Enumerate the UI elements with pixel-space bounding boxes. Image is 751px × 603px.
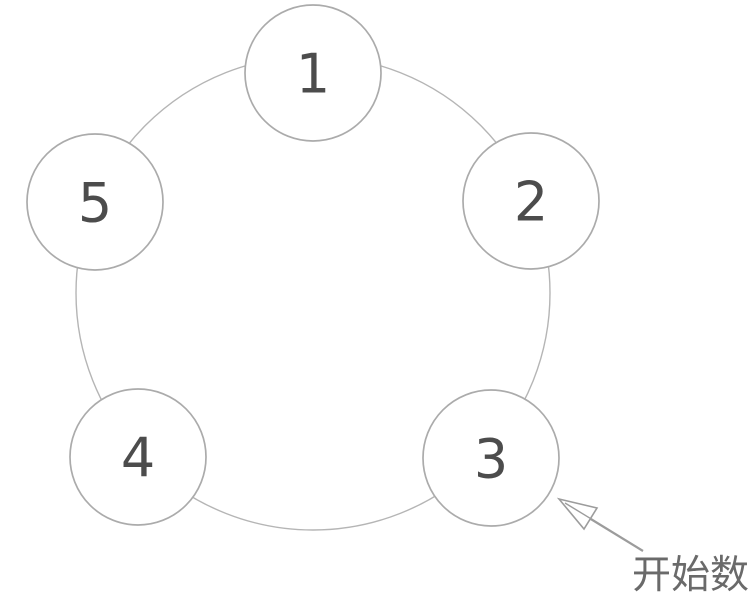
node-circle <box>244 4 382 142</box>
node-label: 2 <box>514 170 548 233</box>
start-count-label: 开始数 <box>632 553 749 598</box>
node-circle <box>462 132 600 270</box>
node-circle <box>69 388 207 526</box>
node-2: 2 <box>462 132 600 270</box>
node-circle <box>26 133 164 271</box>
node-circle <box>422 389 560 527</box>
node-label: 1 <box>296 42 330 105</box>
node-5: 5 <box>26 133 164 271</box>
node-label: 3 <box>474 427 508 490</box>
node-4: 4 <box>69 388 207 526</box>
arrow-shaft <box>589 517 644 552</box>
node-label: 4 <box>121 426 155 489</box>
arrow-head-inner-line <box>564 502 592 520</box>
node-1: 1 <box>244 4 382 142</box>
start-arrow <box>556 497 644 552</box>
node-label: 5 <box>78 171 112 234</box>
node-3: 3 <box>422 389 560 527</box>
